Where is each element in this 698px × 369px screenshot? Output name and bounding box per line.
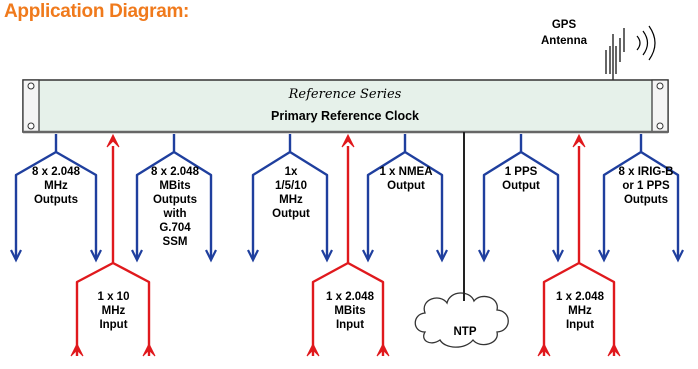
irig-outputs-label-line: Outputs [623, 194, 669, 206]
pps-output-label: 1 PPS Output [480, 165, 562, 193]
e1-outputs-arrow [10, 134, 102, 263]
mhz-input-2048-label-line: Input [565, 319, 595, 331]
irig-outputs-label-line: or 1 PPS [622, 180, 670, 192]
gps-antenna-icon [605, 25, 656, 80]
nmea-output-label: 1 x NMEA Output [365, 165, 447, 193]
mbits-input-arrow [306, 133, 390, 357]
mbits-outputs-label-line: with [163, 208, 187, 220]
ntp-cloud-icon [414, 292, 509, 348]
mhz-input-10-label-line: 1 x 10 [97, 291, 130, 303]
gps-label-line: GPS [551, 19, 577, 31]
freq-output-label-line: 1x [284, 166, 298, 178]
ntp-label: NTP [440, 325, 490, 339]
e1-outputs-label-line: Outputs [33, 194, 79, 206]
series-name: Reference Series [288, 87, 402, 102]
gps-label-line: Antenna [541, 35, 587, 47]
freq-output-label-line: MHz [279, 194, 303, 206]
mbits-outputs-arrow [131, 134, 217, 263]
diagram-title: Application Diagram: [4, 1, 190, 22]
e1-outputs-label-line: MHz [44, 180, 68, 192]
mbits-input-label-line: 1 x 2.048 [326, 291, 374, 303]
nmea-output-label-line: 1 x NMEA [379, 166, 433, 178]
irig-outputs-label: 8 x IRIG-B or 1 PPS Outputs [600, 165, 692, 207]
mhz-input-2048-label-line: 1 x 2.048 [556, 291, 604, 303]
irig-outputs-arrow [598, 134, 684, 263]
connections [10, 132, 684, 357]
ntp-label-line: NTP [453, 326, 477, 338]
gps-label: GPS Antenna [533, 17, 595, 49]
freq-output-label-line: 1/5/10 [275, 180, 307, 192]
mbits-input-label-line: MBits [334, 305, 366, 317]
nmea-output-arrow [362, 134, 448, 263]
mhz-input-2048-arrow [537, 133, 621, 357]
mhz-input-10-label-line: Input [99, 319, 128, 331]
nmea-output-label-line: Output [387, 180, 425, 192]
pps-output-arrow [478, 134, 564, 263]
mbits-outputs-label-line: SSM [162, 236, 188, 248]
mhz-input-2048-label-line: MHz [568, 305, 592, 317]
reference-clock-unit [22, 79, 669, 134]
mhz-input-10-arrow [70, 133, 156, 357]
device-name: Primary Reference Clock [271, 109, 419, 123]
e1-outputs-label-line: 8 x 2.048 [32, 166, 80, 178]
pps-output-label-line: 1 PPS [504, 166, 538, 178]
irig-outputs-label-line: 8 x IRIG-B [618, 166, 674, 178]
freq-output-label-line: Output [272, 208, 310, 220]
mbits-outputs-label-line: G.704 [159, 222, 191, 234]
mbits-outputs-label-line: Outputs [152, 194, 198, 206]
mbits-outputs-label-line: MBits [159, 180, 191, 192]
pps-output-label-line: Output [502, 180, 540, 192]
mbits-outputs-label-line: 8 x 2.048 [151, 166, 199, 178]
mbits-input-label-line: Input [335, 319, 365, 331]
mhz-input-10-label-line: MHz [101, 305, 126, 317]
freq-output-arrow [247, 134, 333, 263]
